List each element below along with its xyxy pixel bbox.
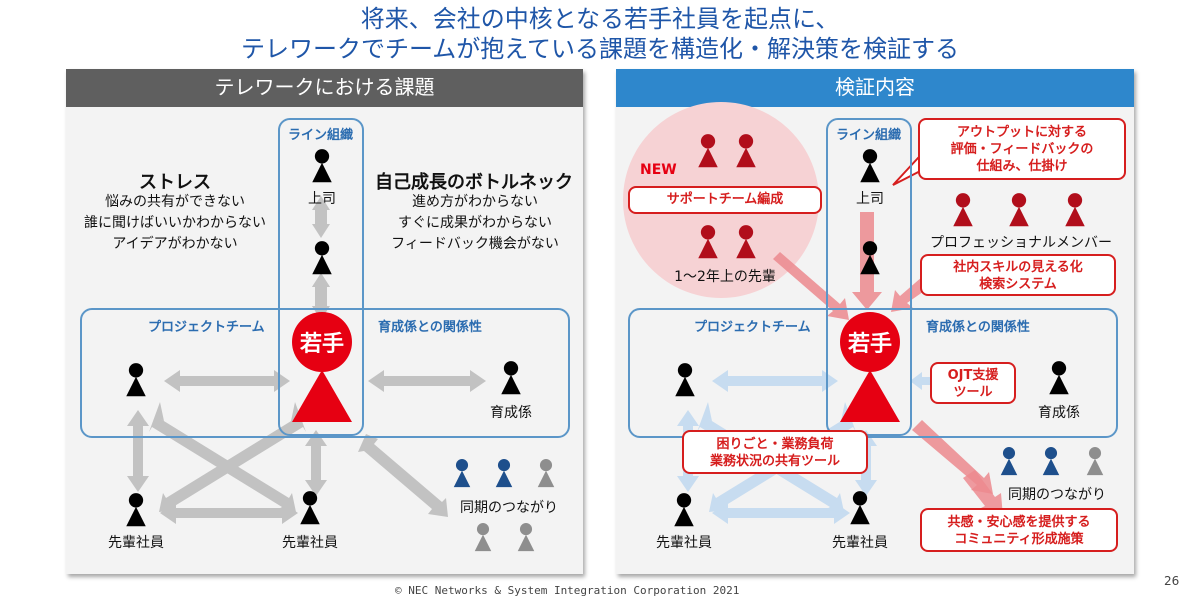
- growth-item-3: フィードバック機会がない: [391, 236, 559, 252]
- left-project-team-box: [80, 308, 570, 438]
- support-person-icon-3: [695, 224, 721, 264]
- right-peer-icon-2: [1040, 446, 1062, 480]
- arrow-senior-vert-left: [127, 410, 149, 492]
- right-mentor-person-icon: [1046, 360, 1072, 400]
- left-peer-icon-4: [472, 522, 494, 556]
- pro-person-icon-1: [950, 192, 976, 232]
- arrow-team-young: [164, 370, 290, 392]
- left-peer-icon-5: [515, 522, 537, 556]
- pro-person-icon-2: [1006, 192, 1032, 232]
- left-young-person-icon: [292, 312, 352, 422]
- arrow-senior-horiz: [160, 502, 298, 524]
- left-mentor-person-icon: [498, 360, 524, 400]
- left-project-team-label: プロジェクトチーム: [148, 320, 265, 335]
- new-badge: NEW: [640, 162, 677, 178]
- arrow-young-peers: [358, 434, 448, 517]
- skill-search-line-2: 検索システム: [979, 277, 1057, 292]
- arrow-young-mentor: [368, 370, 486, 392]
- right-mentor-label: 育成係: [1038, 405, 1080, 421]
- right-boss-person-icon: [857, 148, 883, 188]
- right-peer-icon-1: [998, 446, 1020, 480]
- support-person-icon-4: [733, 224, 759, 264]
- stress-item-2: 誰に聞けばいいかわからない: [84, 215, 266, 231]
- growth-item-2: すぐに成果がわからない: [398, 215, 552, 231]
- community-line-2: コミュニティ形成施策: [954, 532, 1084, 547]
- right-senior-right-label: 先輩社員: [832, 535, 888, 551]
- title-line-2: テレワークでチームが抱えている課題を構造化・解決策を検証する: [240, 35, 960, 63]
- left-senior-left-label: 先輩社員: [108, 535, 164, 551]
- right-senior-right-icon: [847, 490, 873, 530]
- left-senior-right-icon: [297, 490, 323, 530]
- right-boss-label: 上司: [856, 191, 884, 207]
- left-peer-icon-2: [493, 458, 515, 492]
- community-line-1: 共感・安心感を提供する: [947, 515, 1091, 530]
- left-panel-header: テレワークにおける課題: [66, 69, 583, 107]
- left-team-person-icon: [123, 362, 149, 402]
- right-senior-left-icon: [671, 492, 697, 532]
- seniors-1-2-label: 1～2年上の先輩: [674, 269, 776, 285]
- community-box: 共感・安心感を提供する コミュニティ形成施策: [920, 508, 1118, 552]
- right-team-person-icon: [672, 362, 698, 402]
- right-project-team-box: [628, 308, 1118, 438]
- page-number: 26: [1164, 574, 1180, 588]
- ojt-line-2: ツール: [953, 385, 993, 400]
- left-boss-person-icon: [309, 148, 335, 188]
- left-boss-label: 上司: [308, 191, 336, 207]
- stress-item-1: 悩みの共有ができない: [105, 194, 245, 210]
- ojt-box: OJT支援 ツール: [930, 362, 1016, 404]
- professional-label: プロフェッショナルメンバー: [930, 235, 1112, 251]
- left-line-org-label: ライン組織: [288, 128, 354, 143]
- right-peer-icon-3: [1084, 446, 1106, 480]
- output-eval-line-3: 仕組み、仕掛け: [976, 159, 1068, 174]
- right-peers-label: 同期のつながり: [1008, 487, 1106, 503]
- share-tool-line-2: 業務状況の共有ツール: [709, 454, 840, 469]
- left-mentor-relation-label: 育成係との関係性: [378, 320, 482, 335]
- support-team-box: サポートチーム編成: [628, 186, 822, 214]
- stress-item-3: アイデアがわかない: [112, 236, 238, 252]
- left-mentor-label: 育成係: [490, 405, 532, 421]
- left-senior-right-label: 先輩社員: [282, 535, 338, 551]
- support-person-icon-1: [695, 133, 721, 173]
- arrow-senior-vert-right: [305, 430, 327, 496]
- left-young-label: 若手: [299, 332, 344, 357]
- left-senior-left-icon: [123, 492, 149, 532]
- right-young-person-icon: [840, 312, 900, 422]
- skill-search-line-1: 社内スキルの見える化: [953, 260, 1083, 275]
- right-line-org-box: [826, 118, 912, 436]
- growth-title: 自己成長のボトルネック: [375, 172, 573, 193]
- right-line-org-label: ライン組織: [836, 128, 902, 143]
- output-eval-line-2: 評価・フィードバックの: [950, 142, 1094, 157]
- stress-title: ストレス: [139, 172, 211, 193]
- right-mentor-relation-label: 育成係との関係性: [926, 320, 1030, 335]
- left-peer-icon-3: [535, 458, 557, 492]
- left-peers-label: 同期のつながり: [460, 500, 558, 516]
- ojt-line-1: OJT支援: [947, 368, 999, 383]
- left-person-middle-icon: [309, 240, 335, 280]
- skill-search-box: 社内スキルの見える化 検索システム: [920, 254, 1116, 296]
- output-eval-line-1: アウトプットに対する: [956, 125, 1087, 140]
- growth-item-1: 進め方がわからない: [412, 194, 538, 210]
- right-panel-header: 検証内容: [616, 69, 1134, 107]
- left-peer-icon-1: [451, 458, 473, 492]
- output-eval-box: アウトプットに対する 評価・フィードバックの 仕組み、仕掛け: [918, 118, 1126, 180]
- pro-person-icon-3: [1062, 192, 1088, 232]
- copyright: © NEC Networks & System Integration Corp…: [395, 584, 740, 597]
- right-person-middle-icon: [857, 240, 883, 280]
- left-line-org-box: [278, 118, 364, 436]
- right-senior-left-label: 先輩社員: [656, 535, 712, 551]
- share-tool-box: 困りごと・業務負荷 業務状況の共有ツール: [682, 430, 868, 474]
- share-tool-line-1: 困りごと・業務負荷: [716, 437, 834, 452]
- right-project-team-label: プロジェクトチーム: [694, 320, 811, 335]
- arrow-diag-1: [149, 402, 296, 512]
- right-young-label: 若手: [847, 332, 892, 357]
- support-person-icon-2: [733, 133, 759, 173]
- arrow-diag-2: [159, 402, 306, 512]
- title-line-1: 将来、会社の中核となる若手社員を起点に、: [360, 5, 840, 33]
